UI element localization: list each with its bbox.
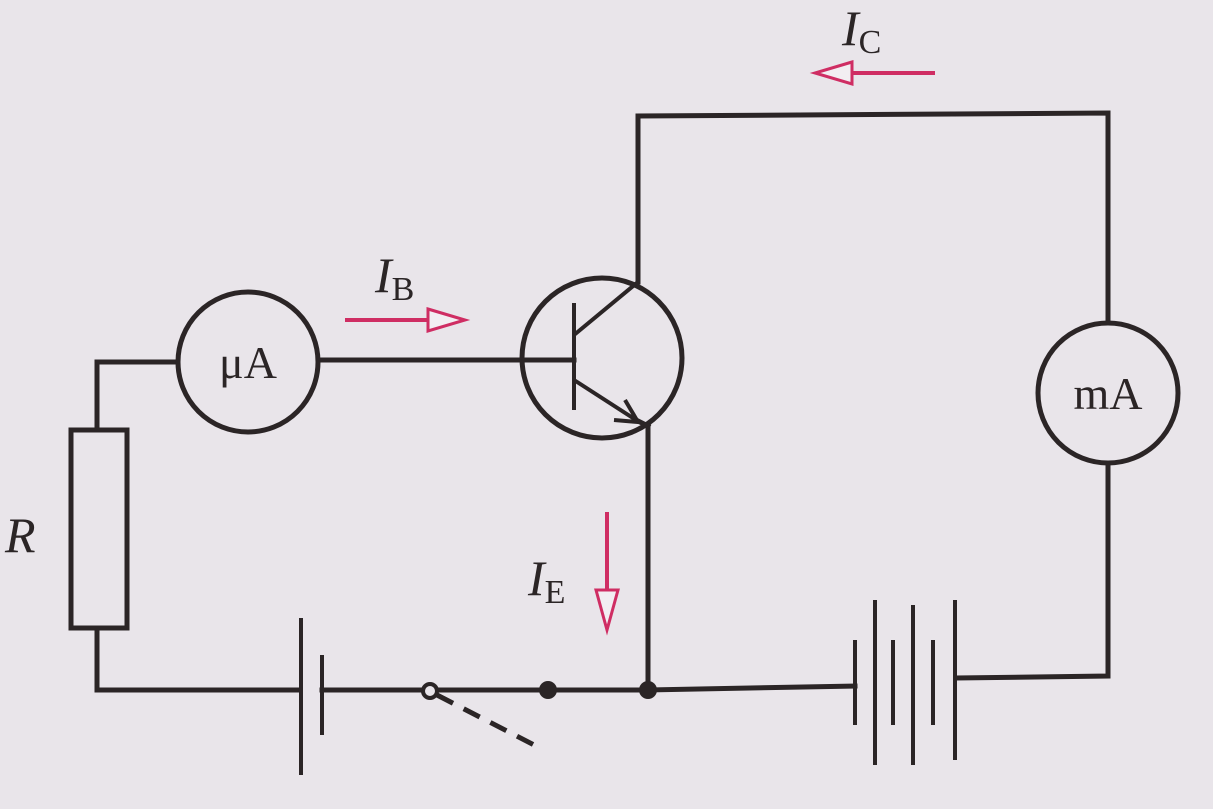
base-current-arrow xyxy=(345,306,471,334)
wire-microammeter-to-resistor xyxy=(94,359,181,433)
collector-current-label-sub: C xyxy=(859,24,882,61)
switch xyxy=(421,682,540,750)
junction-dot-switch xyxy=(539,681,557,699)
emitter-current-label-main: I xyxy=(527,550,547,606)
base-battery xyxy=(299,618,324,775)
base-circuit-wires xyxy=(94,357,651,693)
junction-dot-emitter xyxy=(639,681,657,699)
base-current-label: IB xyxy=(374,247,414,308)
base-current-arrow-head xyxy=(426,306,471,334)
collector-circuit-wires xyxy=(635,110,1111,693)
transistor-collector-lead xyxy=(572,280,640,337)
switch-pivot xyxy=(421,682,439,700)
milliammeter xyxy=(1035,320,1181,466)
collector-current-label: IC xyxy=(841,0,881,61)
resistor xyxy=(68,427,130,631)
emitter-current-arrow xyxy=(594,512,620,636)
wire-resistor-to-base-battery xyxy=(94,625,301,693)
emitter-current-label: IE xyxy=(527,550,565,611)
collector-current-arrow xyxy=(809,59,935,87)
emitter-current-arrow-head xyxy=(594,588,620,636)
transistor-emitter-joint xyxy=(632,416,652,430)
transistor-emitter-lead xyxy=(572,378,638,422)
collector-current-arrow-head xyxy=(809,59,854,87)
milliammeter-label: mA xyxy=(1074,368,1143,419)
base-current-label-main: I xyxy=(374,247,394,303)
resistor-label: R xyxy=(4,507,36,563)
emitter-current-label-sub: E xyxy=(545,574,566,611)
microammeter-label: μA xyxy=(219,337,277,388)
wire-milliammeter-to-battery xyxy=(955,459,1111,681)
microammeter xyxy=(175,289,321,435)
wire-collector-to-milliammeter xyxy=(635,110,1111,328)
collector-current-label-main: I xyxy=(841,0,861,56)
wire-junction-to-battery xyxy=(645,683,858,693)
collector-battery xyxy=(853,600,957,765)
base-current-label-sub: B xyxy=(392,271,415,308)
transistor xyxy=(519,275,685,441)
switch-blade xyxy=(435,692,540,750)
